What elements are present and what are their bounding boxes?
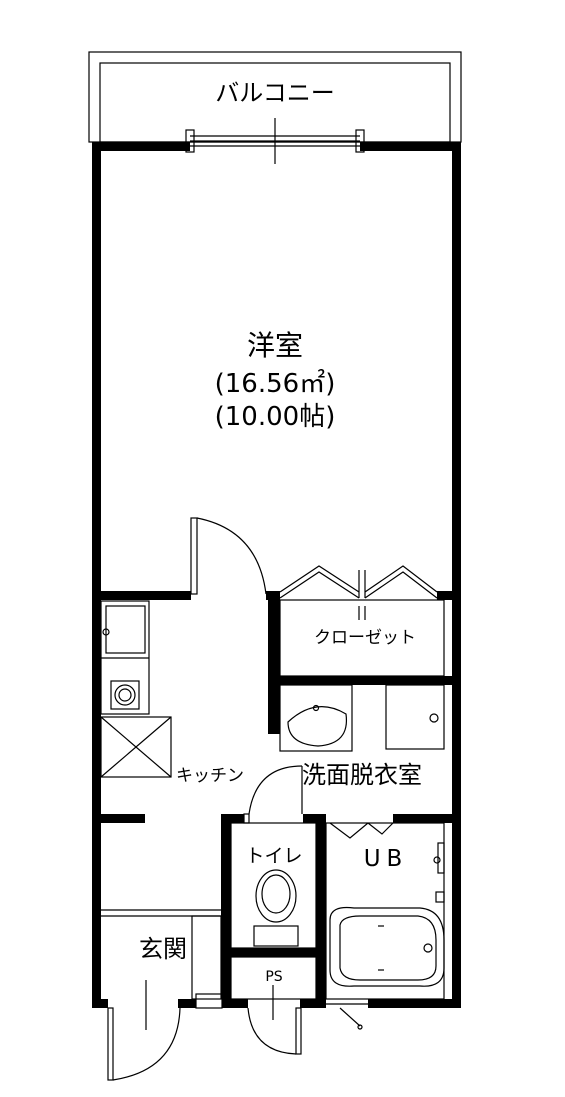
interior-walls [101,591,452,999]
room-area-tatami: (10.00帖) [215,402,336,432]
wash-basin [279,684,353,752]
entrance-area [101,909,222,1000]
washroom-door [243,765,303,824]
closet-label: クローゼット [314,628,416,648]
room-area-sqm: (16.56㎡) [215,369,336,399]
closet [279,565,445,677]
washroom-label: 洗面脱衣室 [302,761,422,789]
unit-bath-label: UB [364,846,409,872]
toilet [230,822,317,949]
kitchen-counter [100,600,150,715]
entrance-door [107,980,223,1081]
balcony-window [185,118,365,164]
western-room-label: 洋室 [247,329,303,362]
room-door [190,517,267,595]
entrance-label: 玄関 [139,935,187,963]
outer-walls [92,142,461,1008]
balcony-label: バルコニー [215,79,335,107]
refrigerator-space [100,716,172,778]
pipe-space-label: PS [265,969,282,985]
toilet-label: トイレ [245,845,302,867]
ps-door [247,985,302,1055]
washer-space [385,684,445,750]
bath-exterior-fitting [326,1003,368,1030]
kitchen-label: キッチン [176,766,244,786]
unit-bath [325,822,445,1000]
